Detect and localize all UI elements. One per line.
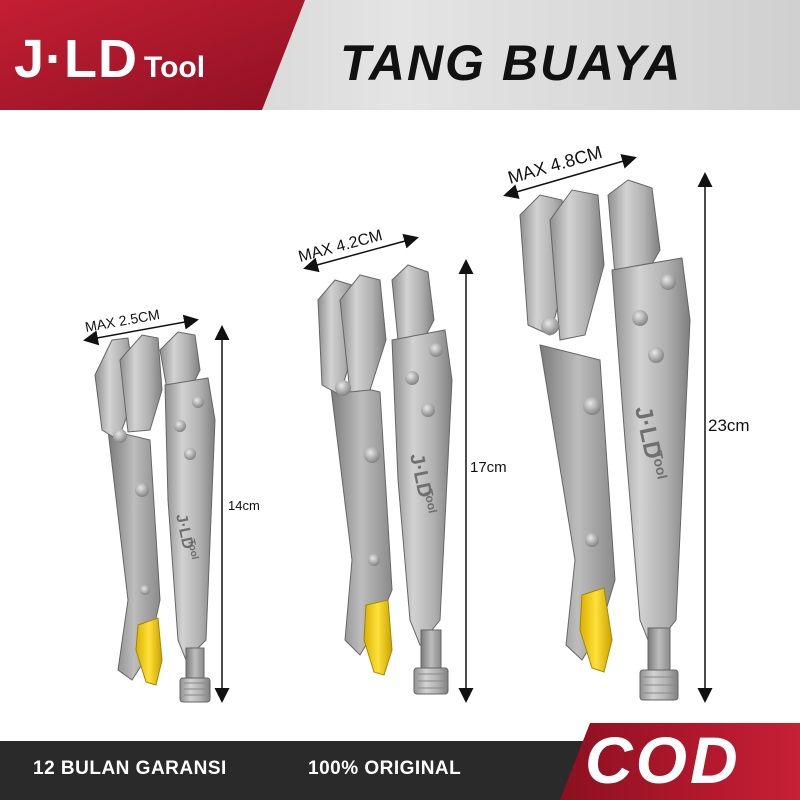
footer-banner — [0, 723, 800, 800]
cod-badge: COD — [585, 723, 741, 797]
engraving-sub-small: Tool — [185, 538, 200, 560]
original-label: 100% ORIGINAL — [308, 758, 462, 779]
footer-background — [0, 723, 800, 800]
header-banner: J·LD Tool TANG BUAYA — [0, 0, 800, 110]
length-label-medium: 17cm — [470, 459, 507, 476]
pliers-small: J·LD Tool — [94, 331, 216, 703]
engraving-sub-large: Tool — [649, 449, 671, 480]
page-title: TANG BUAYA — [340, 35, 683, 91]
length-label-large: 23cm — [708, 416, 750, 435]
product-photo: J·LD Tool MAX 2.5CM 14cm J·LD Tool MAX 4… — [83, 142, 750, 703]
brand-logo-main: J·LD — [14, 29, 138, 89]
brand-logo-sub: Tool — [144, 51, 206, 84]
jaw-opening-label-medium: MAX 4.2CM — [297, 227, 385, 266]
jaw-opening-label-small: MAX 2.5CM — [84, 306, 161, 335]
engraving-sub-medium: Tool — [421, 488, 440, 515]
brand-logo: J·LD Tool — [14, 28, 206, 89]
header-background — [0, 0, 800, 110]
length-label-small: 14cm — [228, 498, 260, 513]
pliers-medium: J·LD Tool — [317, 264, 453, 695]
warranty-label: 12 BULAN GARANSI — [33, 758, 227, 779]
pliers-large: J·LD Tool — [519, 179, 691, 701]
